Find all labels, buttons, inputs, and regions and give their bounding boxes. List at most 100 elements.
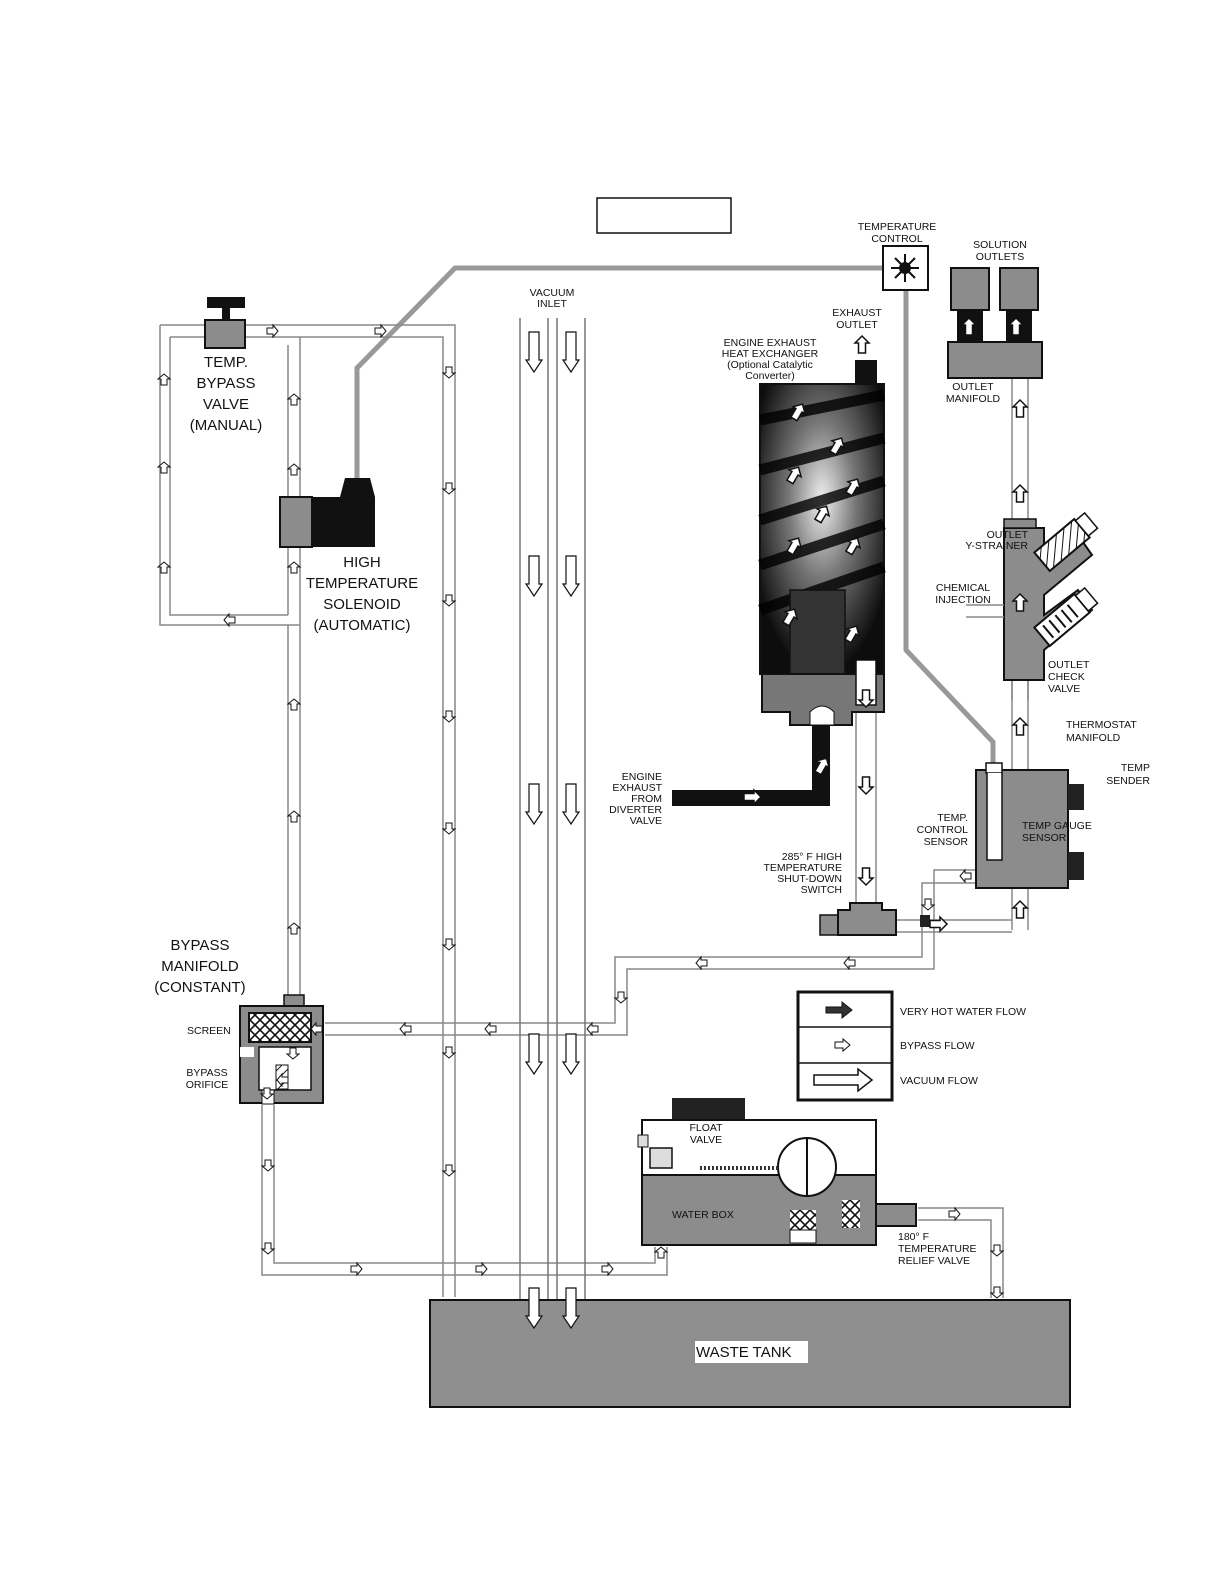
very-hot-flow-arrow [1011,899,1029,919]
label-line: OUTLET [836,319,878,331]
vacuum-flow-arrow [524,1033,544,1076]
label-line: ENGINE EXHAUST [724,337,817,349]
very-hot-flow-arrow [789,403,807,422]
label-line: MANIFOLD [161,958,239,975]
bypass-flow-arrow [441,482,457,495]
label-line: SOLENOID [323,596,401,613]
bypass-flow-arrow [286,922,302,935]
label-line: BYPASS [171,937,230,954]
very-hot-flow-arrow [785,466,803,485]
label-line: VACUUM [530,287,575,299]
label-line: SOLUTION [973,239,1027,251]
bypass-flow-arrow [441,1046,457,1059]
label-screen: SCREEN [187,1025,231,1037]
very-hot-flow-arrow [1007,316,1025,336]
label-line: (Optional Catalytic [727,359,813,371]
bypass-manifold [239,994,324,1105]
bypass-flow-arrow [843,955,856,971]
label-line: TEMP GAUGE [1022,820,1092,832]
legend-very-hot-arrow [825,1000,853,1020]
very-hot-flow-arrow [1011,483,1029,503]
bypass-flow-arrow [286,463,302,476]
vacuum-flow-arrow [524,783,544,826]
legend [796,990,894,1102]
bypass-flow-arrow [286,698,302,711]
label-line: OUTLET [987,529,1029,541]
bypass-flow-arrow [989,1244,1005,1257]
engine-exhaust-heat-exchanger [672,360,886,806]
label-line: OUTLET [1048,659,1090,671]
very-hot-flow-arrow [1011,398,1029,418]
bypass-flow-arrow [156,373,172,386]
very-hot-flow-arrow [743,788,763,806]
label-line: ENGINE [622,771,662,783]
very-hot-flow-arrow [1011,592,1029,612]
temperature-control-capillary [354,265,996,770]
label-line: SHUT-DOWN [777,873,842,885]
label-line: 285° F HIGH [782,851,842,863]
bypass-flow-arrow [601,1261,614,1277]
vacuum-inlet-tubing [519,318,586,1300]
shutdown-switch [819,902,930,936]
label-line: CONTROL [917,824,968,836]
bypass-flow-arrow [260,1159,276,1172]
label-line: TEMP. [204,354,248,371]
vacuum-flow-arrow [561,783,581,826]
label-line: TEMPERATURE [306,575,418,592]
legend-vacuum-arrow [813,1067,874,1093]
bypass-flow-arrow [286,810,302,823]
bypass-flow-arrow [350,1261,363,1277]
very-hot-flow-arrow [843,625,861,644]
bypass-flow-arrow [441,710,457,723]
very-hot-flow-arrow [857,776,875,796]
waste-tank-label-box [695,1341,808,1363]
bypass-flow-arrow [920,898,936,911]
bypass-flow-arrow [948,1206,961,1222]
label-water-box: WATER BOX [672,1209,734,1221]
very-hot-flow-arrow [1011,716,1029,736]
label-line: CONTROL [871,233,922,245]
label-line: (CONSTANT) [154,979,245,996]
bypass-flow-arrow [285,1047,301,1060]
legend-vacuum-label: VACUUM FLOW [900,1075,978,1087]
very-hot-flow-arrow [844,478,862,497]
label-line: BYPASS [197,375,256,392]
flow-arrows [156,316,1029,1330]
very-hot-flow-arrow [857,867,875,887]
bypass-flow-arrow [259,1087,275,1100]
bypass-flow-arrow [260,1242,276,1255]
bypass-flow-arrow [441,938,457,951]
bypass-flow-arrow [310,1021,323,1037]
vacuum-flow-arrow [561,1033,581,1076]
bypass-flow-arrow [441,594,457,607]
bypass-flow-arrow [441,366,457,379]
outlet-y-strainer-body [966,511,1099,681]
temp-bypass-valve [204,297,246,349]
bypass-flow-arrow [613,991,629,1004]
label-line: MANIFOLD [1066,732,1121,744]
very-hot-flow-arrow [813,505,831,524]
bypass-flow-arrow [475,1261,488,1277]
vacuum-flow-arrow [561,1287,581,1330]
temperature-control [882,245,929,291]
label-line: TEMPERATURE [763,862,842,874]
bypass-flow-arrow [653,1246,669,1259]
bypass-flow-arrow [441,822,457,835]
legend-very-hot-label: VERY HOT WATER FLOW [900,1006,1026,1018]
engine-exhaust-pipe [672,725,830,806]
label-line: HIGH [343,554,381,571]
